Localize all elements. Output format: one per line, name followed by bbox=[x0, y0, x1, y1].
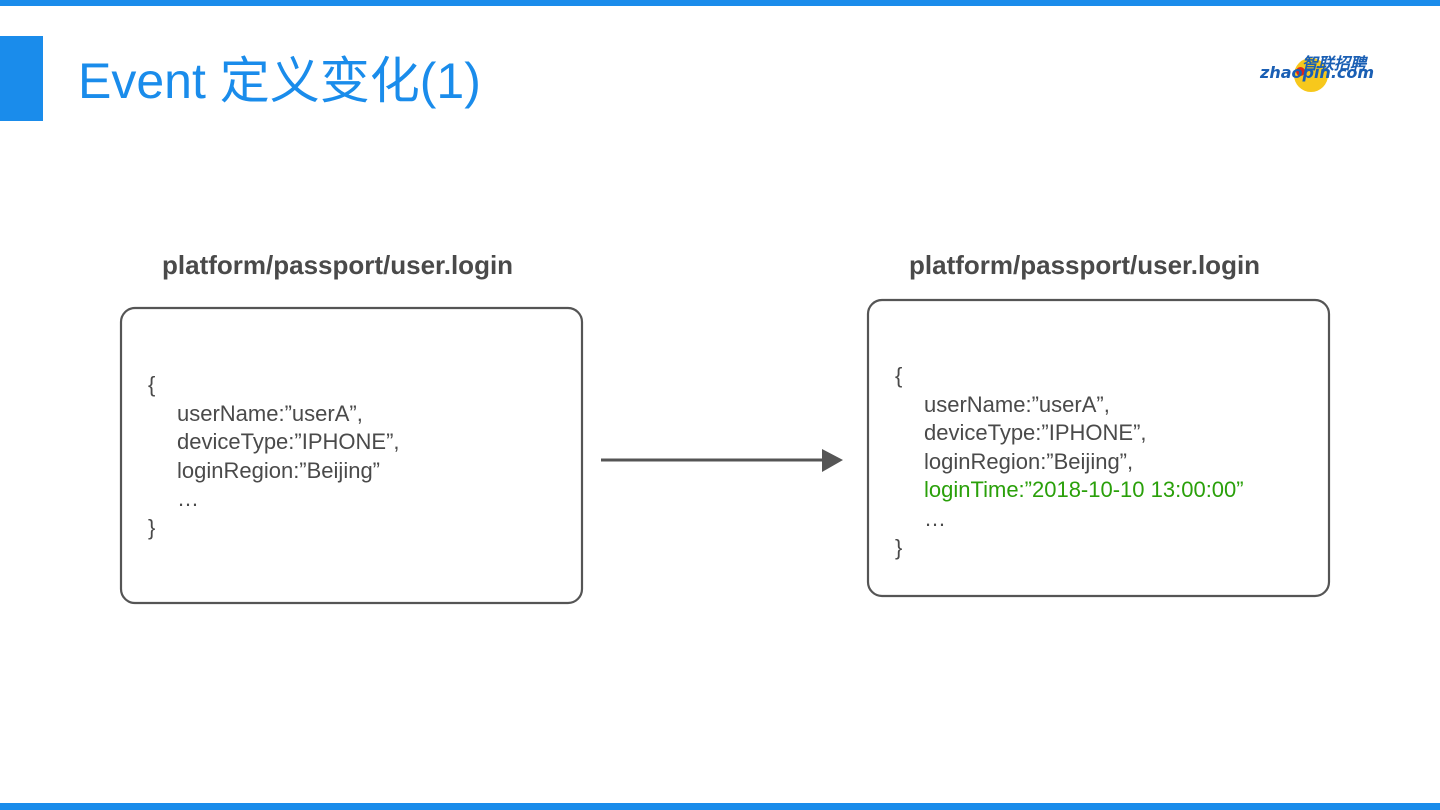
bottom-accent-bar bbox=[0, 803, 1440, 810]
after-field-loginregion: loginRegion:”Beijing”, bbox=[924, 448, 1134, 474]
after-close-brace: } bbox=[895, 534, 903, 560]
before-event-box bbox=[119, 306, 584, 605]
before-field-username: userName:”userA”, bbox=[177, 400, 363, 426]
after-event-box bbox=[866, 298, 1331, 598]
before-ellipsis: … bbox=[177, 486, 199, 512]
after-field-devicetype: deviceType:”IPHONE”, bbox=[924, 420, 1147, 446]
slide-title: Event 定义变化(1) bbox=[78, 53, 481, 109]
before-field-devicetype: deviceType:”IPHONE”, bbox=[177, 429, 400, 455]
after-event-code: { userName:”userA”, deviceType:”IPHONE”,… bbox=[895, 362, 1244, 562]
after-event-name: platform/passport/user.login bbox=[909, 250, 1261, 280]
after-field-logintime-added: loginTime:”2018-10-10 13:00:00” bbox=[924, 477, 1244, 503]
before-open-brace: { bbox=[148, 372, 156, 397]
logo-english-text: zhaopin.com bbox=[1260, 63, 1375, 82]
after-field-username: userName:”userA”, bbox=[924, 391, 1110, 417]
before-field-loginregion: loginRegion:”Beijing” bbox=[177, 457, 381, 483]
before-close-brace: } bbox=[148, 514, 156, 540]
before-event-code: { userName:”userA”, deviceType:”IPHONE”,… bbox=[148, 371, 400, 543]
transition-arrow-head-icon bbox=[822, 449, 843, 472]
logo-chinese-text: 智联招聘 bbox=[1302, 54, 1367, 73]
logo-dot-icon bbox=[1296, 67, 1305, 76]
top-accent-bar bbox=[0, 0, 1440, 6]
title-accent-block bbox=[0, 36, 43, 121]
before-event-name: platform/passport/user.login bbox=[162, 250, 514, 280]
zhaopin-logo: 智联招聘 zhaopin.com bbox=[1258, 50, 1374, 94]
after-ellipsis: … bbox=[924, 505, 946, 531]
after-open-brace: { bbox=[895, 363, 903, 388]
